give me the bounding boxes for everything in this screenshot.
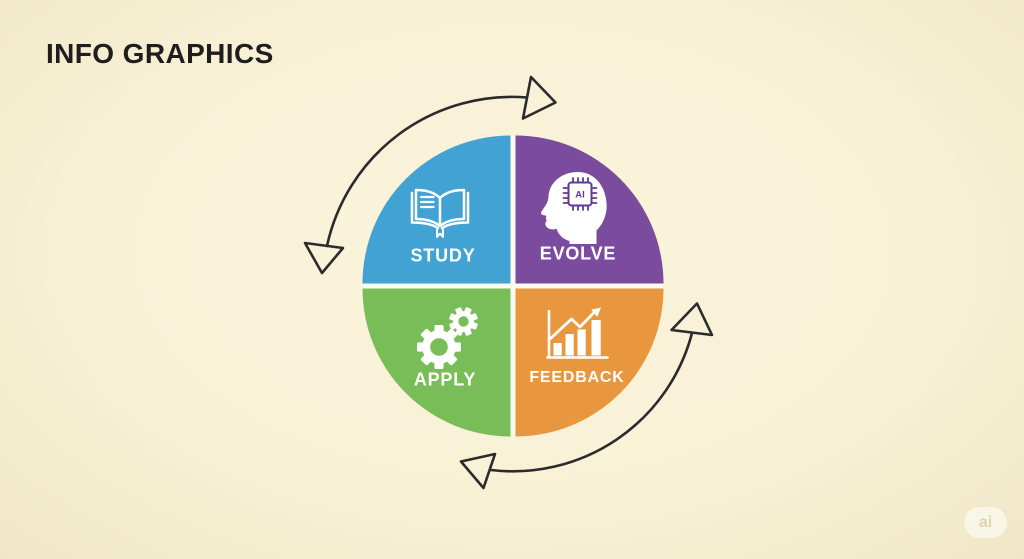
ai-watermark-badge: ai	[964, 507, 1007, 538]
cycle-arrow-top	[303, 75, 557, 275]
ai-watermark-label: ai	[978, 513, 993, 531]
segment-label-study: STUDY	[410, 245, 476, 266]
cycle-arrow-bottom	[459, 302, 714, 490]
segment-label-apply: APPLY	[413, 369, 477, 390]
arrowhead-top-left	[303, 241, 345, 275]
segment-label-feedback: FEEDBACK	[529, 369, 625, 386]
gears-icon	[417, 307, 478, 369]
segment-feedback	[515, 288, 664, 437]
ai-chip-label: AI	[575, 190, 585, 201]
page-title: INFO GRAPHICS	[46, 38, 274, 69]
ai-head-icon: AI	[541, 172, 607, 244]
ai-chip	[562, 177, 598, 211]
open-book-icon	[410, 188, 470, 238]
segment-study	[362, 135, 511, 284]
segment-label-evolve: EVOLVE	[539, 243, 617, 264]
growth-chart-icon	[546, 307, 609, 359]
arrowhead-bottom-right	[670, 302, 714, 337]
cycle-arrows	[303, 75, 714, 490]
arrowhead-top-right	[521, 75, 557, 120]
arrowhead-bottom-left	[459, 452, 497, 490]
